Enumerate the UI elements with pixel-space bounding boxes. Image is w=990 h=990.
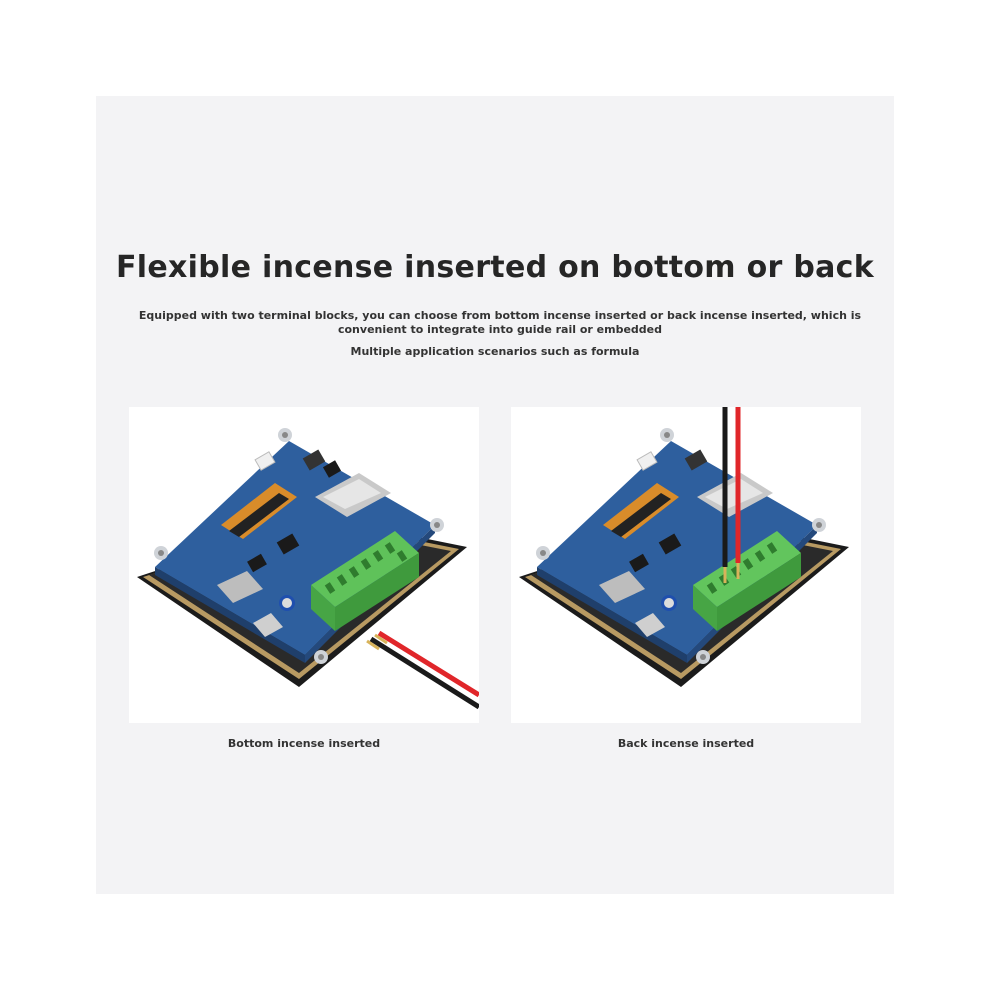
description-text-secondary: Multiple application scenarios such as f… xyxy=(350,345,640,358)
circuit-board-illustration-back xyxy=(519,407,849,687)
bottom-insert-caption: Bottom incense inserted xyxy=(227,737,381,750)
description-text: Equipped with two terminal blocks, you c… xyxy=(138,309,862,336)
page-title: Flexible incense inserted on bottom or b… xyxy=(115,250,875,285)
back-insert-photo xyxy=(511,407,861,723)
back-insert-caption: Back incense inserted xyxy=(617,737,755,750)
bottom-insert-photo xyxy=(129,407,479,723)
circuit-board-illustration xyxy=(137,428,479,710)
